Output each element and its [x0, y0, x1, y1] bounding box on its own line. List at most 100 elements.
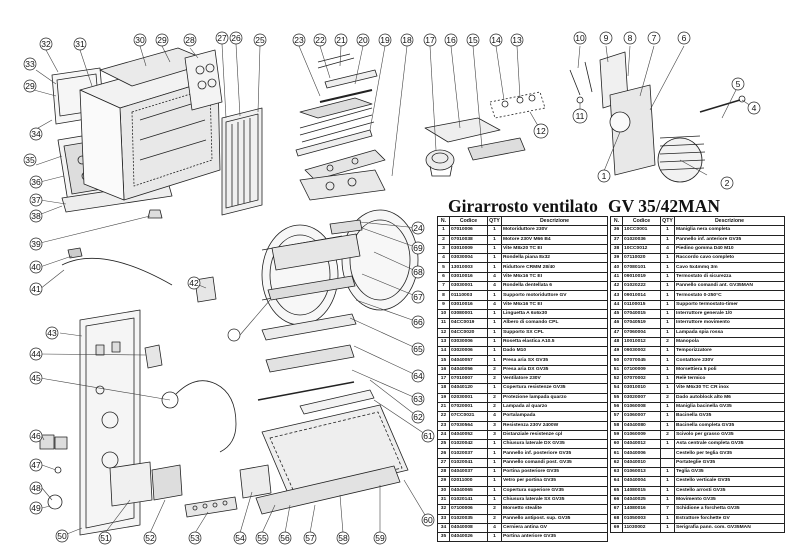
- part-code: 02011000: [449, 476, 488, 487]
- lamps-drawing: [317, 53, 378, 103]
- part-code: 02030001: [449, 392, 488, 403]
- callout-label: 11: [576, 111, 585, 121]
- part-code: 03020007: [622, 392, 661, 403]
- part-description: Pannello comandi post. GV35: [501, 457, 608, 469]
- callout-label: 63: [413, 394, 423, 404]
- callout-label: 22: [315, 35, 325, 45]
- part-code: 09010014: [622, 290, 661, 301]
- part-number: 39: [610, 253, 623, 264]
- part-code: 01020036: [622, 234, 661, 245]
- part-qty: 1: [660, 281, 675, 292]
- part-qty: 1: [660, 253, 675, 264]
- part-qty: 2: [487, 374, 502, 385]
- part-code: 07030564: [449, 420, 488, 431]
- callout-label: 36: [31, 177, 41, 187]
- thermostat-drawing: [144, 344, 237, 453]
- part-qty: 1: [660, 318, 675, 329]
- part-code: 03010016: [449, 299, 488, 310]
- col-header-number: N.: [437, 215, 450, 227]
- part-description: Dado autoblock alto M6: [674, 392, 785, 403]
- part-qty: 1: [487, 318, 502, 329]
- part-code: 10010012: [622, 336, 661, 348]
- part-description: Linguetta A 6x6x30: [501, 308, 608, 320]
- callout-label: 16: [446, 35, 456, 45]
- part-code: 09030002: [622, 346, 661, 357]
- callout-label: 23: [294, 35, 304, 45]
- callout-label: 42: [189, 278, 199, 288]
- part-number: 40: [610, 262, 623, 273]
- part-qty: 2: [487, 401, 502, 413]
- part-qty: 1: [487, 485, 502, 496]
- part-number: 25: [437, 439, 450, 450]
- part-code: 01100015: [622, 299, 661, 310]
- bottom-plate-drawing: [299, 169, 386, 201]
- part-qty: 1: [660, 513, 675, 524]
- part-code: 04040057: [449, 355, 488, 366]
- part-number: 64: [610, 476, 623, 487]
- part-description: Serigrafia pann. com. GV35MAN: [674, 522, 785, 534]
- part-code: 01020041: [449, 457, 488, 469]
- part-description: Rosetta elastica A10.5: [501, 336, 608, 348]
- part-description: Bacinella completa GV35: [674, 420, 785, 431]
- part-qty: 1: [660, 476, 675, 487]
- callout-label: 43: [47, 328, 57, 338]
- callout-label: 44: [31, 349, 41, 359]
- part-qty: 1: [487, 243, 502, 255]
- part-description: Teglia GV35: [674, 466, 785, 478]
- callout-label: 45: [31, 373, 41, 383]
- col-header-code: Codice: [449, 215, 488, 227]
- part-description: Ventilatore 230V: [501, 374, 608, 385]
- callout-label: 49: [31, 503, 41, 513]
- part-code: 04040037: [449, 466, 488, 478]
- part-code: 01050003: [622, 513, 661, 524]
- callout-label: 61: [423, 431, 433, 441]
- part-description: Interruttore movimento: [674, 318, 785, 329]
- callout-label: 13: [512, 35, 522, 45]
- part-code: 03010009: [449, 243, 488, 255]
- part-qty: 1: [487, 327, 502, 338]
- part-number: 33: [437, 513, 450, 524]
- part-number: 16: [437, 364, 450, 376]
- part-number: 19: [437, 392, 450, 403]
- col-header-qty: QTY: [487, 215, 502, 227]
- part-qty: 2: [487, 364, 502, 376]
- part-description: Pannello inf. posteriore GV35: [501, 448, 608, 459]
- part-code: 01060008: [622, 401, 661, 413]
- part-qty: 3: [487, 429, 502, 441]
- callout-label: 7: [652, 33, 657, 43]
- part-description: Dado M10: [501, 346, 608, 357]
- callout-label: 26: [231, 33, 241, 43]
- part-code: 01110003: [449, 290, 488, 301]
- callout-label: 40: [31, 262, 41, 272]
- part-qty: 1: [660, 355, 675, 366]
- part-code: 07110020: [622, 253, 661, 264]
- part-number: 12: [437, 327, 450, 338]
- part-description: Presa aria SX GV35: [501, 355, 608, 366]
- callout-label: 55: [257, 533, 267, 543]
- part-qty: 4: [487, 299, 502, 310]
- model-title: GV 35/42MAN: [608, 196, 720, 216]
- bolts-drawing: [489, 91, 546, 119]
- part-qty: 4: [487, 281, 502, 292]
- part-description: Manopola: [674, 336, 785, 348]
- part-number: 61: [610, 448, 623, 459]
- part-code: 09010019: [622, 271, 661, 283]
- part-qty: 2: [487, 513, 502, 524]
- part-number: 41: [610, 271, 623, 283]
- table-header-row: N. Codice QTY Descrizione: [610, 215, 785, 227]
